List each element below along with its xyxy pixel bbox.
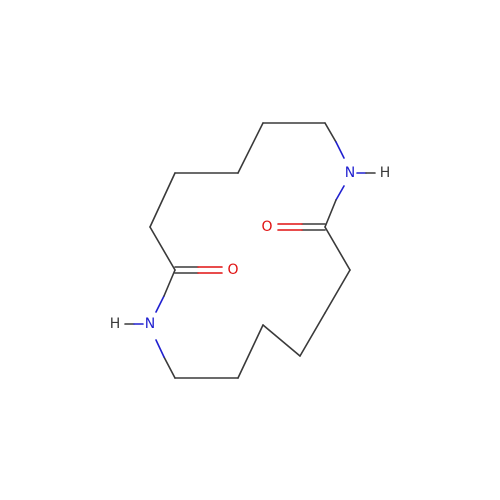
carbon-bonds: [149, 122, 351, 379]
carbonyl-bonds: [174, 223, 326, 274]
bond-c1-c2: [324, 226, 351, 271]
bond-c2-c3: [324, 269, 351, 314]
oxygen-atom-label-1: O: [261, 219, 272, 235]
bond-n2-c8-carbon-half: [163, 269, 176, 297]
bond-c13-n1-carbon-half: [324, 122, 337, 143]
bond-c11-c12: [237, 122, 264, 174]
bond-c4-c5: [262, 324, 301, 357]
bond-c7-n2-carbon-half: [163, 356, 176, 379]
oxygen-atom-label-2: O: [227, 262, 238, 278]
bond-c13-n1-nitrogen-half: [335, 141, 345, 159]
bond-n2-c8-nitrogen-half: [155, 295, 165, 313]
nh-bonds: [124, 172, 376, 325]
bond-c7-n2-nitrogen-half: [155, 339, 165, 358]
bond-n1-c1-carbon-half: [324, 199, 337, 228]
hydrogen-atom-label-2: H: [110, 316, 121, 332]
bond-c8-c9: [149, 226, 176, 271]
bond-n1-c1-nitrogen-half: [335, 185, 345, 201]
nitrogen-atom-label-1: N: [345, 165, 355, 181]
nitrogen-atom-label-2: N: [145, 316, 155, 332]
bond-c5-c6: [237, 324, 264, 379]
atom-labels: N H O O N H: [110, 165, 391, 332]
bond-c3-c4: [299, 312, 326, 357]
bond-c9-c10: [149, 172, 176, 228]
hydrogen-atom-label-1: H: [380, 165, 391, 181]
nitrogen-bonds: [155, 122, 345, 379]
